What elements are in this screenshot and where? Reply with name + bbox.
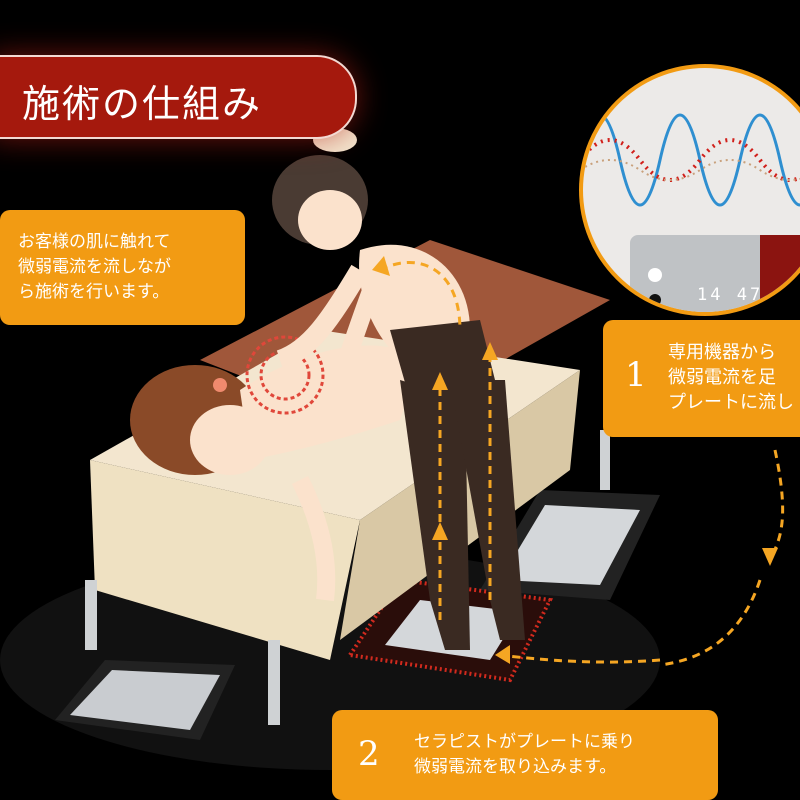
title-banner: 施術の仕組み bbox=[0, 55, 357, 139]
floor-plate-right bbox=[480, 490, 660, 600]
step-1-text: 専用機器から 微弱電流を足 プレートに流し bbox=[668, 342, 794, 413]
floor-plate-left bbox=[55, 660, 235, 740]
arrowheads bbox=[372, 256, 778, 664]
step-2-text: セラピストがプレートに乗り 微弱電流を取り込みます。 bbox=[414, 732, 635, 777]
step-2-number: 2 bbox=[358, 734, 380, 774]
device-display: 14 47 bbox=[697, 285, 764, 305]
page-title: 施術の仕組み bbox=[22, 82, 263, 126]
therapist-figure bbox=[272, 128, 525, 650]
step-1-callout: 1 専用機器から 微弱電流を足 プレートに流し bbox=[603, 320, 800, 437]
device-inset bbox=[579, 64, 800, 316]
step-2-callout: 2 セラピストがプレートに乗り 微弱電流を取り込みます。 bbox=[332, 710, 718, 800]
step-1-number: 1 bbox=[625, 355, 647, 395]
callout-touch-text: お客様の肌に触れて 微弱電流を流しなが ら施術を行います。 bbox=[18, 232, 171, 302]
callout-touch: お客様の肌に触れて 微弱電流を流しなが ら施術を行います。 bbox=[0, 210, 245, 325]
client-figure bbox=[130, 335, 420, 602]
